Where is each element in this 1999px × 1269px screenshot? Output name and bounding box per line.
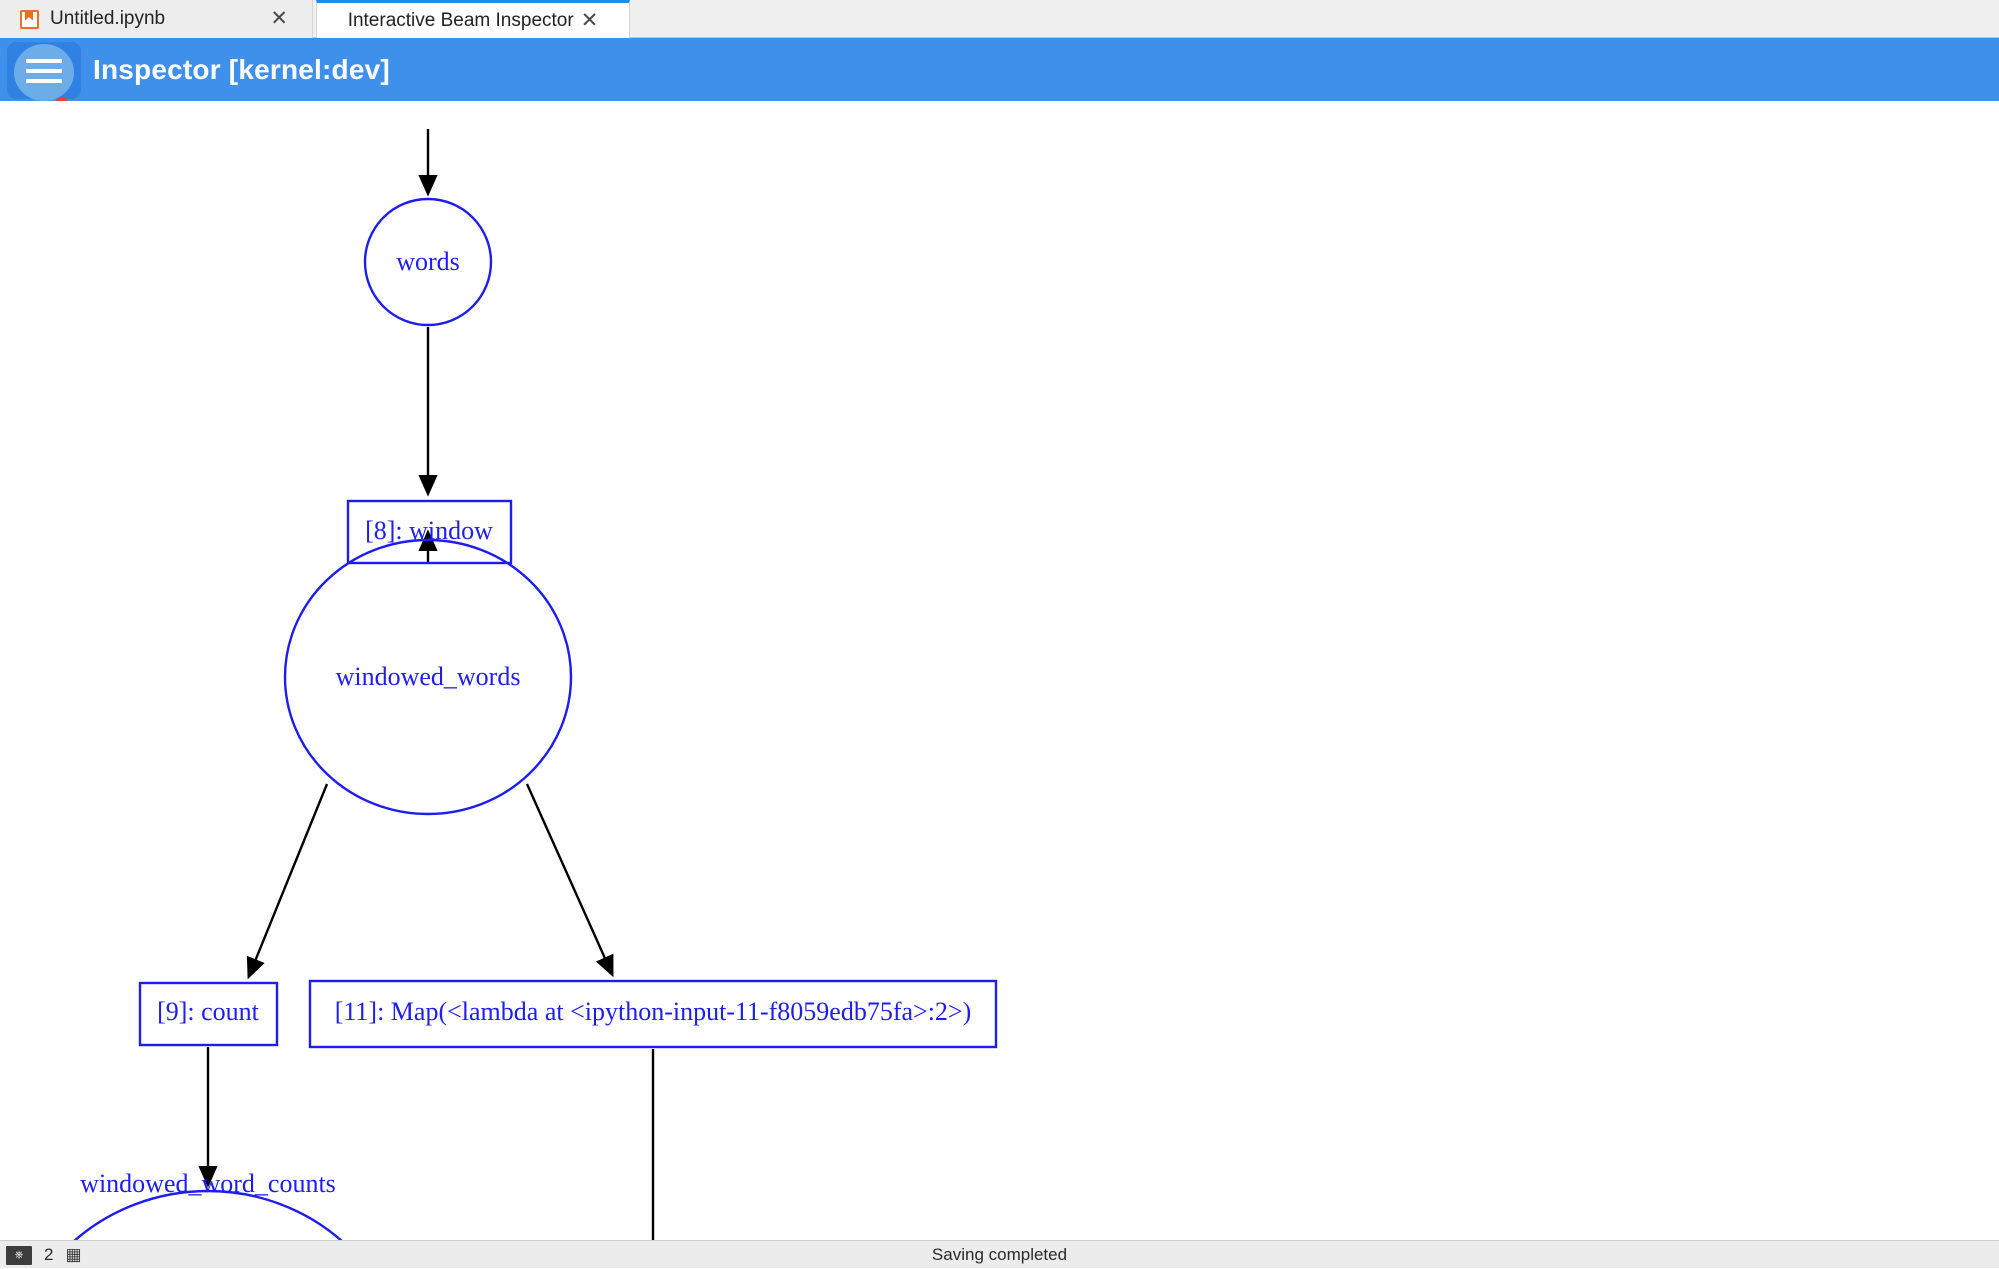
graph-edges <box>198 129 655 1240</box>
node-label-map: [11]: Map(<lambda at <ipython-input-11-f… <box>335 997 972 1026</box>
hamburger-bars <box>26 53 62 89</box>
tab-label: Interactive Beam Inspector <box>347 9 574 31</box>
close-icon[interactable]: ✕ <box>270 7 288 30</box>
tab-interactive-beam-inspector[interactable]: Interactive Beam Inspector ✕ <box>316 0 630 38</box>
hamburger-halo <box>14 44 74 101</box>
inspector-header: Inspector [kernel:dev] <box>0 38 1999 101</box>
edge-windowedwords-map <box>525 783 614 978</box>
node-window <box>346 499 513 565</box>
node-label-words: words <box>396 247 460 276</box>
tab-label: Untitled.ipynb <box>50 8 166 29</box>
terminal-icon[interactable]: ⎈ <box>6 1245 32 1265</box>
chip-icon[interactable]: ▦ <box>65 1245 82 1264</box>
hamburger-icon[interactable] <box>7 42 81 101</box>
edge-windowedwords-count <box>246 783 329 980</box>
node-windowed-word-counts <box>73 1189 343 1240</box>
status-bar: Saving completed ⎈ 2 ▦ <box>0 1240 1999 1268</box>
node-words <box>363 197 493 327</box>
page-title: Inspector [kernel:dev] <box>93 53 390 85</box>
notebook-icon <box>20 9 39 29</box>
close-icon[interactable]: ✕ <box>580 9 599 32</box>
node-windowed-words <box>283 538 573 816</box>
node-count <box>138 981 279 1047</box>
tab-untitled-ipynb[interactable]: Untitled.ipynb ✕ <box>0 0 313 38</box>
graph-nodes[interactable] <box>10 197 998 1240</box>
kernel-count: 2 <box>44 1245 54 1264</box>
status-left-group: ⎈ 2 ▦ <box>6 1241 82 1269</box>
graph-node-labels: words [8]: window windowed_words [9]: co… <box>80 247 971 1198</box>
node-label-count: [9]: count <box>157 997 260 1026</box>
node-label-windowed-word-counts: windowed_word_counts <box>80 1169 336 1198</box>
node-label-windowed-words: windowed_words <box>336 662 521 691</box>
node-map <box>308 979 998 1049</box>
tab-bar: Untitled.ipynb ✕ Interactive Beam Inspec… <box>0 0 1999 38</box>
status-message: Saving completed <box>931 1245 1068 1264</box>
node-label-window: [8]: window <box>365 516 493 545</box>
beam-pipeline-graph[interactable]: words [8]: window windowed_words [9]: co… <box>0 101 1999 1240</box>
